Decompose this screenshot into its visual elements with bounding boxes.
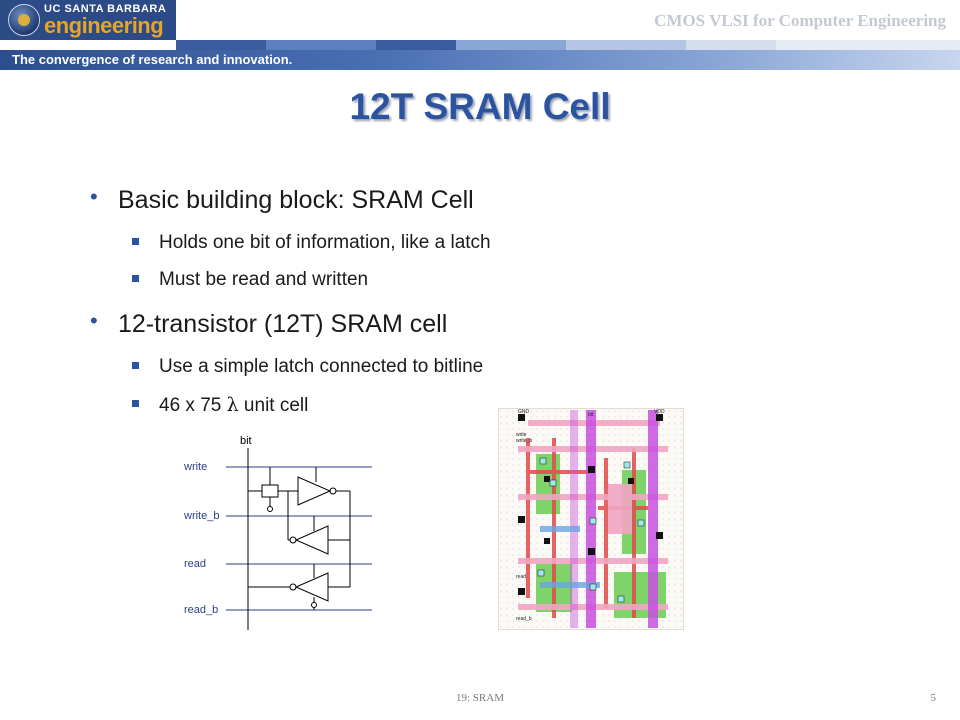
- write-b-label: write_b: [183, 510, 219, 522]
- layout-gnd-label: GND: [518, 409, 530, 415]
- layout-bit-label: bit: [588, 412, 594, 418]
- bullet-text: Basic building block: SRAM Cell: [118, 186, 474, 214]
- bullet-icon: •: [90, 308, 98, 333]
- layout-read-b-label: read_b: [516, 616, 532, 622]
- inverter-icon: [297, 476, 332, 506]
- read-b-label: read_b: [184, 604, 218, 616]
- layout-write-b-label: write_b: [516, 438, 532, 444]
- layout-vdd-label: VDD: [654, 409, 665, 415]
- read-label: read: [184, 558, 206, 570]
- course-title: CMOS VLSI for Computer Engineering: [654, 11, 946, 30]
- feedback-inverter-icon: [294, 525, 329, 555]
- layout-write-label: write: [516, 432, 527, 438]
- ucsb-engineering-logo: UC SANTA BARBARA engineering: [0, 0, 176, 40]
- slide-title: 12T SRAM Cell: [349, 86, 611, 127]
- school-name: engineering: [44, 13, 164, 38]
- bullet-icon: •: [90, 184, 98, 209]
- write-label: write: [183, 461, 207, 473]
- square-bullet-icon: [132, 362, 139, 369]
- university-name: UC SANTA BARBARA: [44, 3, 167, 15]
- bit-label: bit: [240, 435, 252, 447]
- sub-bullet-text: 46 x 75 λ unit cell: [159, 394, 309, 416]
- tagline: The convergence of research and innovati…: [12, 52, 293, 67]
- tagline-bar: [0, 50, 960, 70]
- sub-bullet-text: Holds one bit of information, like a lat…: [159, 232, 491, 253]
- sub-bullet-text: Use a simple latch connected to bitline: [159, 356, 484, 377]
- square-bullet-icon: [132, 238, 139, 245]
- read-tristate-icon: [294, 572, 329, 602]
- header-stripes: [176, 40, 960, 50]
- square-bullet-icon: [132, 275, 139, 282]
- footer-label: 19: SRAM: [456, 692, 504, 704]
- square-bullet-icon: [132, 400, 139, 407]
- page-number: 5: [930, 692, 937, 704]
- lambda-symbol: λ: [226, 394, 239, 416]
- ucsb-seal-icon: [8, 4, 40, 36]
- transmission-gate-icon: [261, 484, 279, 498]
- bullet-text: 12-transistor (12T) SRAM cell: [118, 310, 448, 338]
- sub-bullet-text: Must be read and written: [159, 269, 369, 290]
- layout-read-label: read: [516, 574, 526, 580]
- header-banner: UC SANTA BARBARA engineering CMOS VLSI f…: [0, 0, 960, 70]
- sram-cell-schematic: bit write write_b read read_b: [183, 435, 372, 630]
- sram-cell-layout: write write_b read read_b bit GND VDD: [498, 408, 684, 630]
